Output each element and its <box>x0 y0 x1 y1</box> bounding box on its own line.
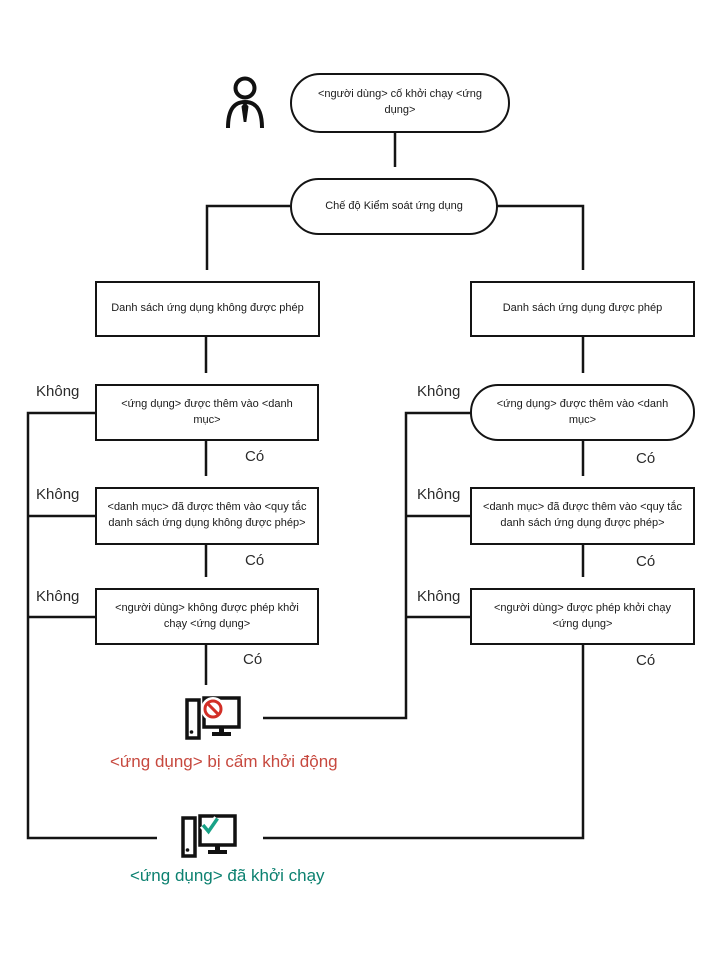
node-user-allowed-label: <người dùng> được phép khởi chạy <ứng dụ… <box>493 601 672 630</box>
label-yes: Có <box>245 448 265 465</box>
node-allow-category-in-rule: <danh mục> đã được thêm vào <quy tắc dan… <box>470 487 695 545</box>
label-no: Không <box>36 486 80 503</box>
label-yes: Có <box>245 552 265 569</box>
node-mode-label: Chế độ Kiểm soát ứng dụng <box>325 199 463 212</box>
node-deny-app-in-category: <ứng dụng> được thêm vào <danh mục> <box>95 384 319 441</box>
node-user-not-allowed-label: <người dùng> không được phép khởi chạy <… <box>115 601 299 630</box>
computer-blocked-icon <box>184 695 242 748</box>
label-yes: Có <box>636 652 656 669</box>
label-yes: Có <box>636 553 656 570</box>
node-user-not-allowed: <người dùng> không được phép khởi chạy <… <box>95 588 319 645</box>
label-no: Không <box>417 383 461 400</box>
node-deny-app-in-category-label: <ứng dụng> được thêm vào <danh mục> <box>121 397 293 426</box>
node-denylist: Danh sách ứng dụng không được phép <box>95 281 320 337</box>
node-start: <người dùng> cố khởi chạy <ứng dụng> <box>290 73 510 133</box>
node-allow-app-in-category-label: <ứng dụng> được thêm vào <danh mục> <box>496 397 669 426</box>
outcome-started-text: <ứng dụng> đã khởi chạy <box>130 866 325 885</box>
label-yes: Có <box>636 450 656 467</box>
label-no: Không <box>36 588 80 605</box>
node-allowlist-label: Danh sách ứng dụng được phép <box>502 302 663 315</box>
node-denylist-label: Danh sách ứng dụng không được phép <box>111 302 304 315</box>
label-no: Không <box>417 588 461 605</box>
node-start-label: <người dùng> cố khởi chạy <ứng dụng> <box>317 88 482 116</box>
label-no: Không <box>417 486 461 503</box>
node-user-allowed: <người dùng> được phép khởi chạy <ứng dụ… <box>470 588 695 645</box>
node-allow-category-in-rule-label: <danh mục> đã được thêm vào <quy tắc dan… <box>483 501 682 529</box>
node-application-control-mode: Chế độ Kiểm soát ứng dụng <box>290 178 498 235</box>
label-yes: Có <box>243 651 263 668</box>
outcome-blocked-text: <ứng dụng> bị cấm khởi động <box>110 752 338 771</box>
node-allowlist: Danh sách ứng dụng được phép <box>470 281 695 337</box>
label-no: Không <box>36 383 80 400</box>
node-deny-category-in-rule-label: <danh mục> đã được thêm vào <quy tắc dan… <box>107 501 307 529</box>
node-allow-app-in-category: <ứng dụng> được thêm vào <danh mục> <box>470 384 695 441</box>
user-icon <box>225 76 265 137</box>
node-deny-category-in-rule: <danh mục> đã được thêm vào <quy tắc dan… <box>95 487 319 545</box>
computer-started-icon <box>180 813 238 866</box>
